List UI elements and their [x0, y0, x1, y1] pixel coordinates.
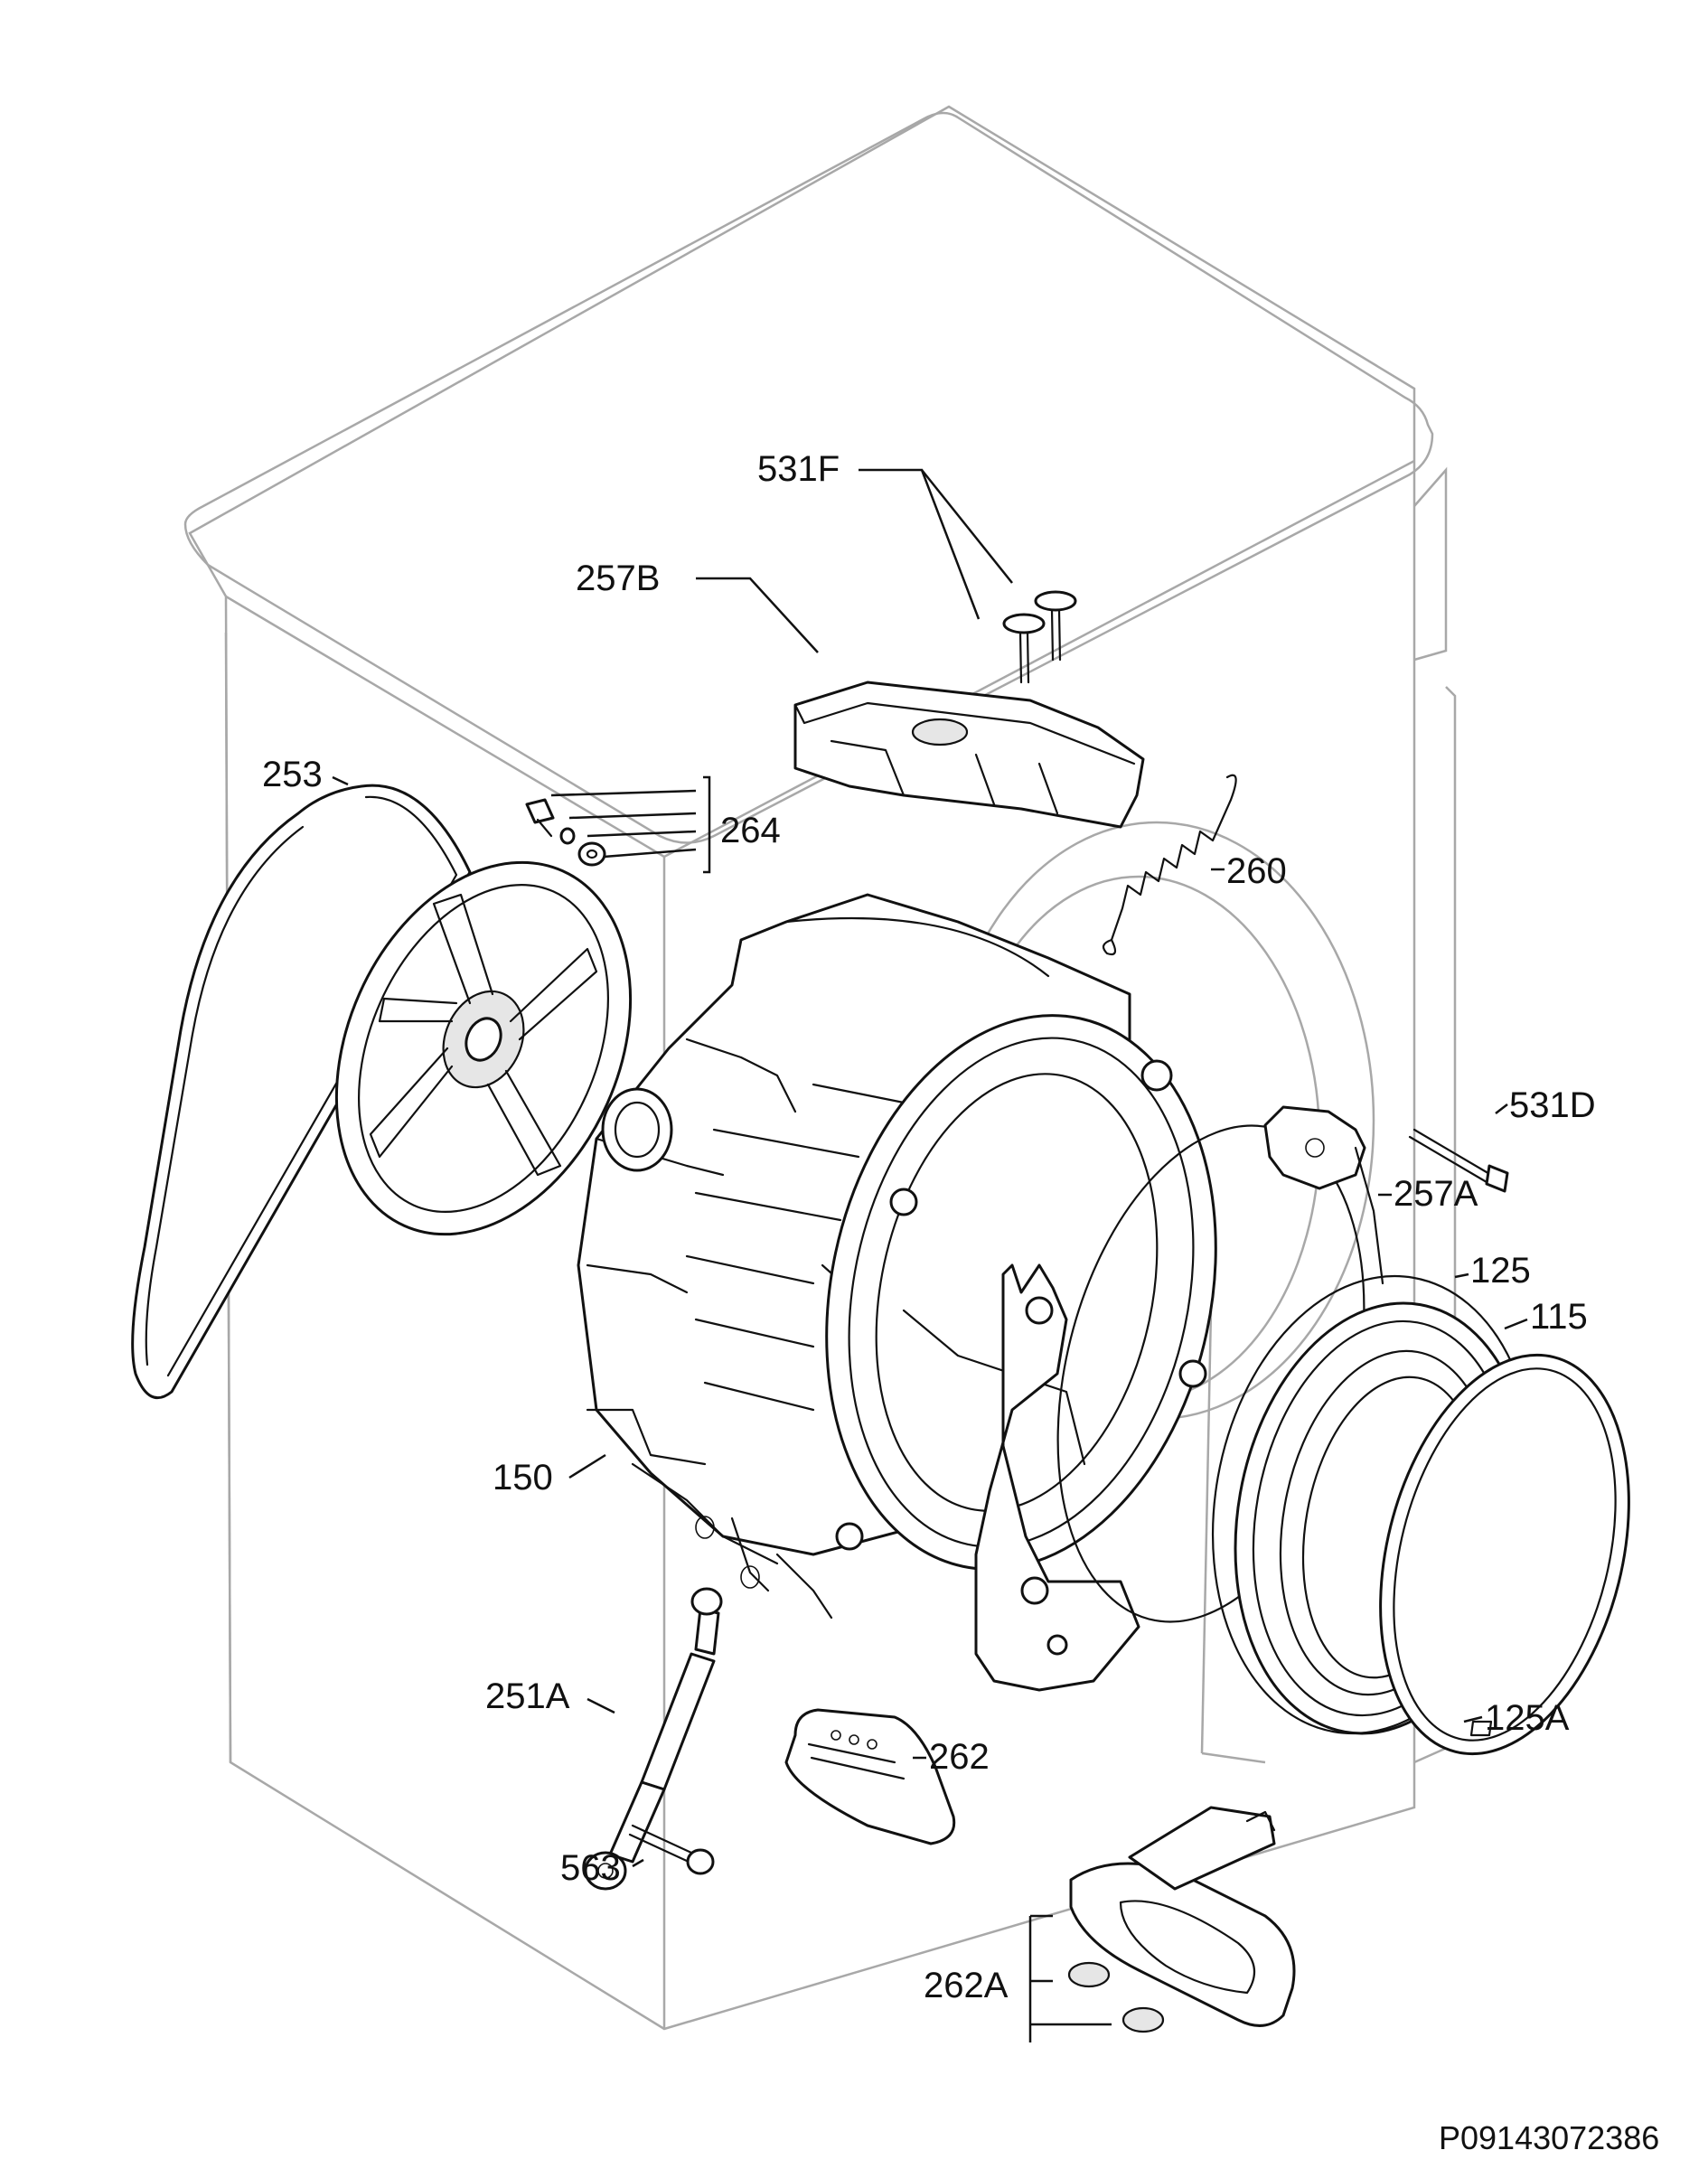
document-id: P09143072386 — [1439, 2119, 1659, 2156]
label-257B: 257B — [576, 559, 660, 598]
fasteners-264 — [525, 798, 606, 867]
shock-absorber-251A — [584, 1587, 723, 1891]
part-labels: 531F 257B 253 264 260 531D 257A 125 115 … — [262, 449, 1659, 2156]
label-251A: 251A — [485, 1676, 570, 1716]
label-563: 563 — [560, 1848, 621, 1888]
counterweight-257B — [793, 681, 1145, 829]
label-257A: 257A — [1394, 1174, 1478, 1214]
leader-lines — [332, 468, 1528, 2042]
label-150: 150 — [493, 1458, 553, 1498]
label-115: 115 — [1530, 1297, 1588, 1337]
front-ring-257A — [1056, 1105, 1384, 1623]
label-262: 262 — [929, 1737, 990, 1777]
pin-563 — [628, 1824, 715, 1875]
clamp-ring-125A — [1379, 1353, 1630, 1756]
label-125A: 125A — [1485, 1698, 1570, 1738]
pulley-wheel — [334, 860, 633, 1236]
label-262A: 262A — [924, 1966, 1009, 2005]
spring-260 — [1102, 774, 1237, 956]
label-253: 253 — [262, 755, 323, 794]
bolt-531D — [1408, 1128, 1509, 1193]
label-531D: 531D — [1509, 1085, 1596, 1125]
label-531F: 531F — [757, 449, 840, 489]
screws-531F — [1002, 590, 1077, 684]
drive-belt-253 — [131, 784, 472, 1400]
label-125: 125 — [1470, 1251, 1531, 1291]
filter-cover-262 — [784, 1708, 956, 1845]
filter-262A — [1067, 1806, 1296, 2033]
label-264: 264 — [720, 811, 781, 850]
label-260: 260 — [1226, 851, 1287, 891]
